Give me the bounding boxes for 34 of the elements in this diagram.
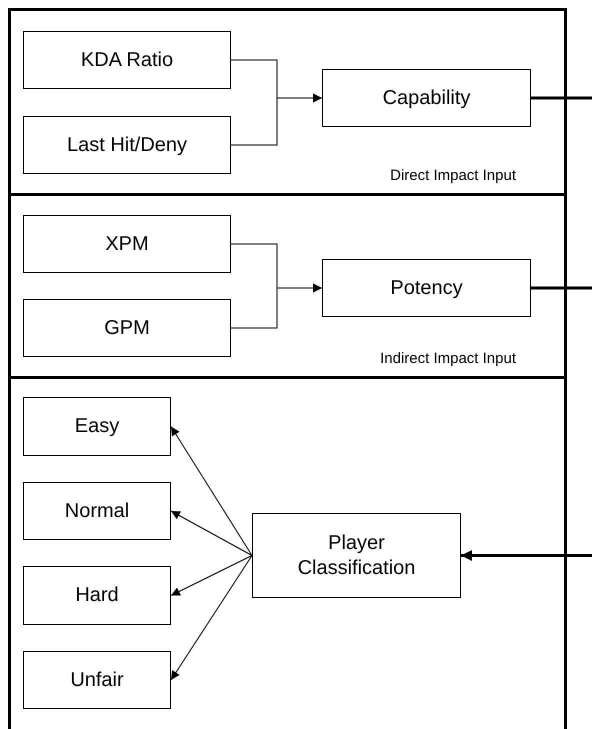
arrow	[461, 550, 592, 561]
arrow	[170, 555, 252, 680]
process-box	[322, 69, 531, 127]
panel-caption: Indirect Impact Input	[380, 348, 516, 368]
panel	[8, 376, 567, 729]
box-label: Capability	[382, 86, 470, 110]
process-box	[252, 513, 461, 598]
process-box	[322, 259, 531, 317]
box-label: Last Hit/Deny	[66, 132, 188, 158]
panel	[8, 8, 567, 196]
process-box	[23, 299, 231, 357]
box-label: Normal	[64, 498, 130, 524]
arrow	[170, 555, 252, 596]
panel-caption: Direct Impact Input	[390, 166, 516, 186]
box-label: Hard	[75, 583, 119, 608]
process-box	[23, 116, 231, 174]
process-box	[23, 566, 171, 625]
process-box	[23, 215, 231, 273]
arrow	[230, 284, 322, 328]
box-label: Unfair	[70, 668, 124, 692]
arrow	[170, 426, 252, 556]
box-label: KDA Ratio	[80, 48, 174, 72]
arrow	[170, 510, 252, 556]
arrow	[230, 94, 322, 146]
box-label: Potency	[390, 276, 463, 300]
process-box	[23, 31, 231, 89]
box-label: XPM	[105, 232, 149, 256]
box-label: GPM	[104, 316, 150, 340]
process-box	[23, 397, 171, 456]
process-box	[23, 482, 171, 540]
box-label: Easy	[74, 414, 120, 439]
panel	[8, 193, 567, 379]
box-label: Player Classification	[296, 530, 416, 580]
process-box	[23, 651, 171, 709]
